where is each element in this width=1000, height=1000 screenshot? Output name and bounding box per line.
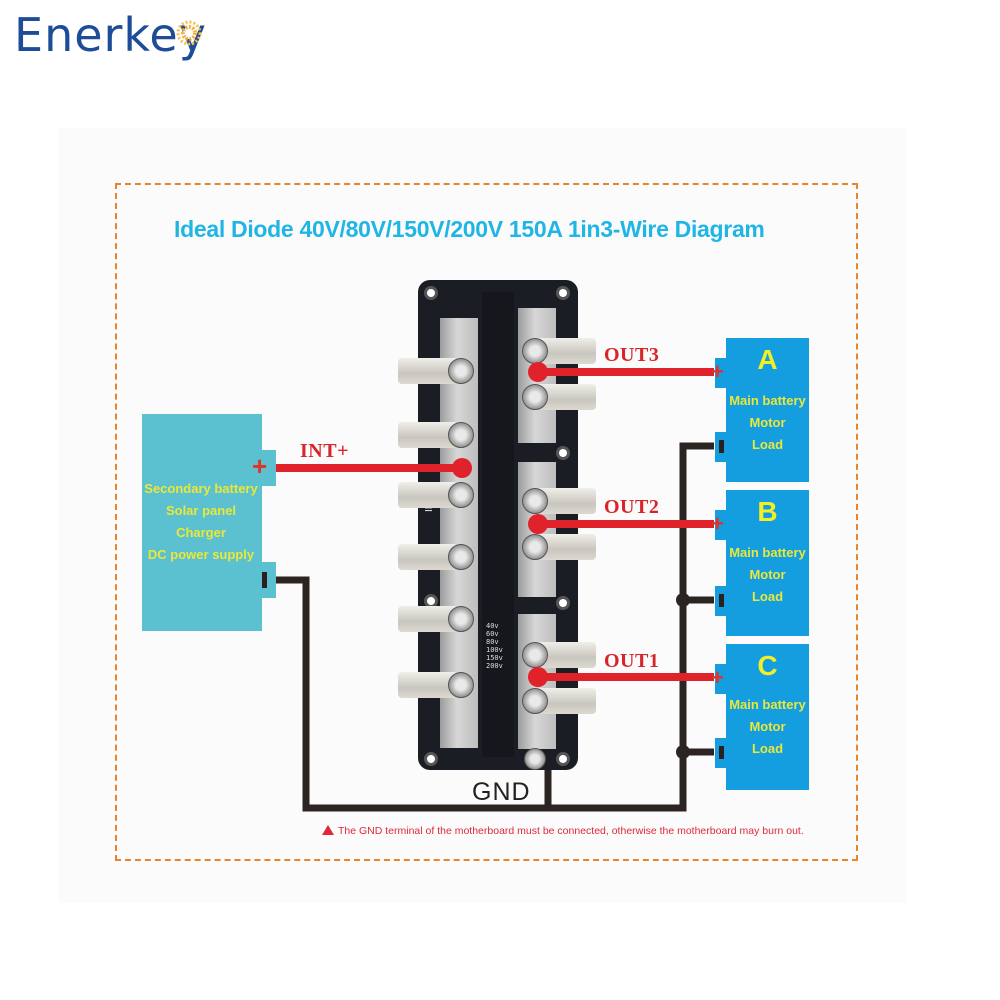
load-b-description: Main battery Motor Load <box>726 542 809 608</box>
voltage-option: 100v <box>486 646 503 654</box>
gnd-warning: The GND terminal of the motherboard must… <box>322 825 804 837</box>
voltage-option: 200v <box>486 662 503 670</box>
mount-hole <box>556 446 570 460</box>
minus-icon <box>719 440 724 453</box>
load-line: Motor <box>749 719 786 734</box>
load-line: Load <box>751 589 784 604</box>
screw <box>448 544 474 570</box>
mount-hole <box>556 752 570 766</box>
source-box <box>142 414 262 631</box>
source-line: Secondary battery <box>144 481 258 496</box>
out3-wire-end <box>528 362 548 382</box>
source-positive-terminal <box>260 450 276 486</box>
screw <box>522 488 548 514</box>
load-c-description: Main battery Motor Load <box>726 694 809 760</box>
voltage-selector: 40v 60v 80v 100v 150v 200v <box>486 622 503 670</box>
voltage-option: 150v <box>486 654 503 662</box>
plus-icon: + <box>711 511 724 536</box>
screw <box>448 358 474 384</box>
load-line: Motor <box>749 567 786 582</box>
voltage-option: 40v <box>486 622 499 630</box>
load-b-positive-terminal <box>715 510 728 540</box>
load-line: Main battery <box>729 393 806 408</box>
screw <box>448 482 474 508</box>
out2-wire-label: OUT2 <box>604 496 660 518</box>
screw <box>448 606 474 632</box>
load-letter-c: C <box>757 650 778 681</box>
plus-icon: + <box>711 359 724 384</box>
gnd-screw <box>524 748 546 770</box>
control-pcb <box>482 292 514 757</box>
screw <box>522 688 548 714</box>
minus-icon <box>719 746 724 759</box>
source-line: Solar panel <box>165 503 237 518</box>
load-line: Main battery <box>729 697 806 712</box>
mount-hole <box>556 596 570 610</box>
screw <box>522 534 548 560</box>
out2-wire-end <box>528 514 548 534</box>
load-line: Load <box>751 741 784 756</box>
gnd-label: GND <box>472 778 531 806</box>
out3-wire-label: OUT3 <box>604 344 660 366</box>
out1-wire-label: OUT1 <box>604 650 660 672</box>
screw <box>448 422 474 448</box>
load-box-b <box>726 490 809 636</box>
minus-icon <box>262 572 267 588</box>
warning-triangle-icon <box>322 825 334 835</box>
source-line: DC power supply <box>147 547 255 562</box>
source-description: Secondary battery Solar panel Charger DC… <box>136 478 266 566</box>
input-wire-label: INT+ <box>300 440 349 462</box>
load-letter-b: B <box>757 496 778 527</box>
screw <box>522 384 548 410</box>
diagram-title: Ideal Diode 40V/80V/150V/200V 150A 1in3-… <box>174 216 765 242</box>
dashed-frame <box>115 183 858 861</box>
load-line: Motor <box>749 415 786 430</box>
screw <box>448 672 474 698</box>
ground-junction-c <box>676 745 690 759</box>
input-wire-end <box>452 458 472 478</box>
load-a-description: Main battery Motor Load <box>726 390 809 456</box>
load-box-a <box>726 338 809 482</box>
plus-icon: + <box>711 665 724 690</box>
warning-text: The GND terminal of the motherboard must… <box>338 825 804 837</box>
load-box-c <box>726 644 809 790</box>
sun-icon <box>176 20 202 46</box>
source-negative-terminal <box>260 562 276 598</box>
load-c-positive-terminal <box>715 664 728 694</box>
load-line: Load <box>751 437 784 452</box>
minus-icon <box>719 594 724 607</box>
voltage-option: 80v <box>486 638 499 646</box>
mount-hole <box>556 286 570 300</box>
brand-logo: Enerkey <box>14 8 207 62</box>
out1-wire-end <box>528 667 548 687</box>
voltage-option: 60v <box>486 630 499 638</box>
load-letter-a: A <box>757 344 778 375</box>
plus-icon: + <box>252 451 268 481</box>
source-line: Charger <box>176 525 226 540</box>
load-line: Main battery <box>729 545 806 560</box>
load-a-positive-terminal <box>715 358 728 388</box>
ground-junction-b <box>676 593 690 607</box>
mount-hole <box>424 286 438 300</box>
ground-wire-source <box>276 442 714 812</box>
mount-hole <box>424 752 438 766</box>
